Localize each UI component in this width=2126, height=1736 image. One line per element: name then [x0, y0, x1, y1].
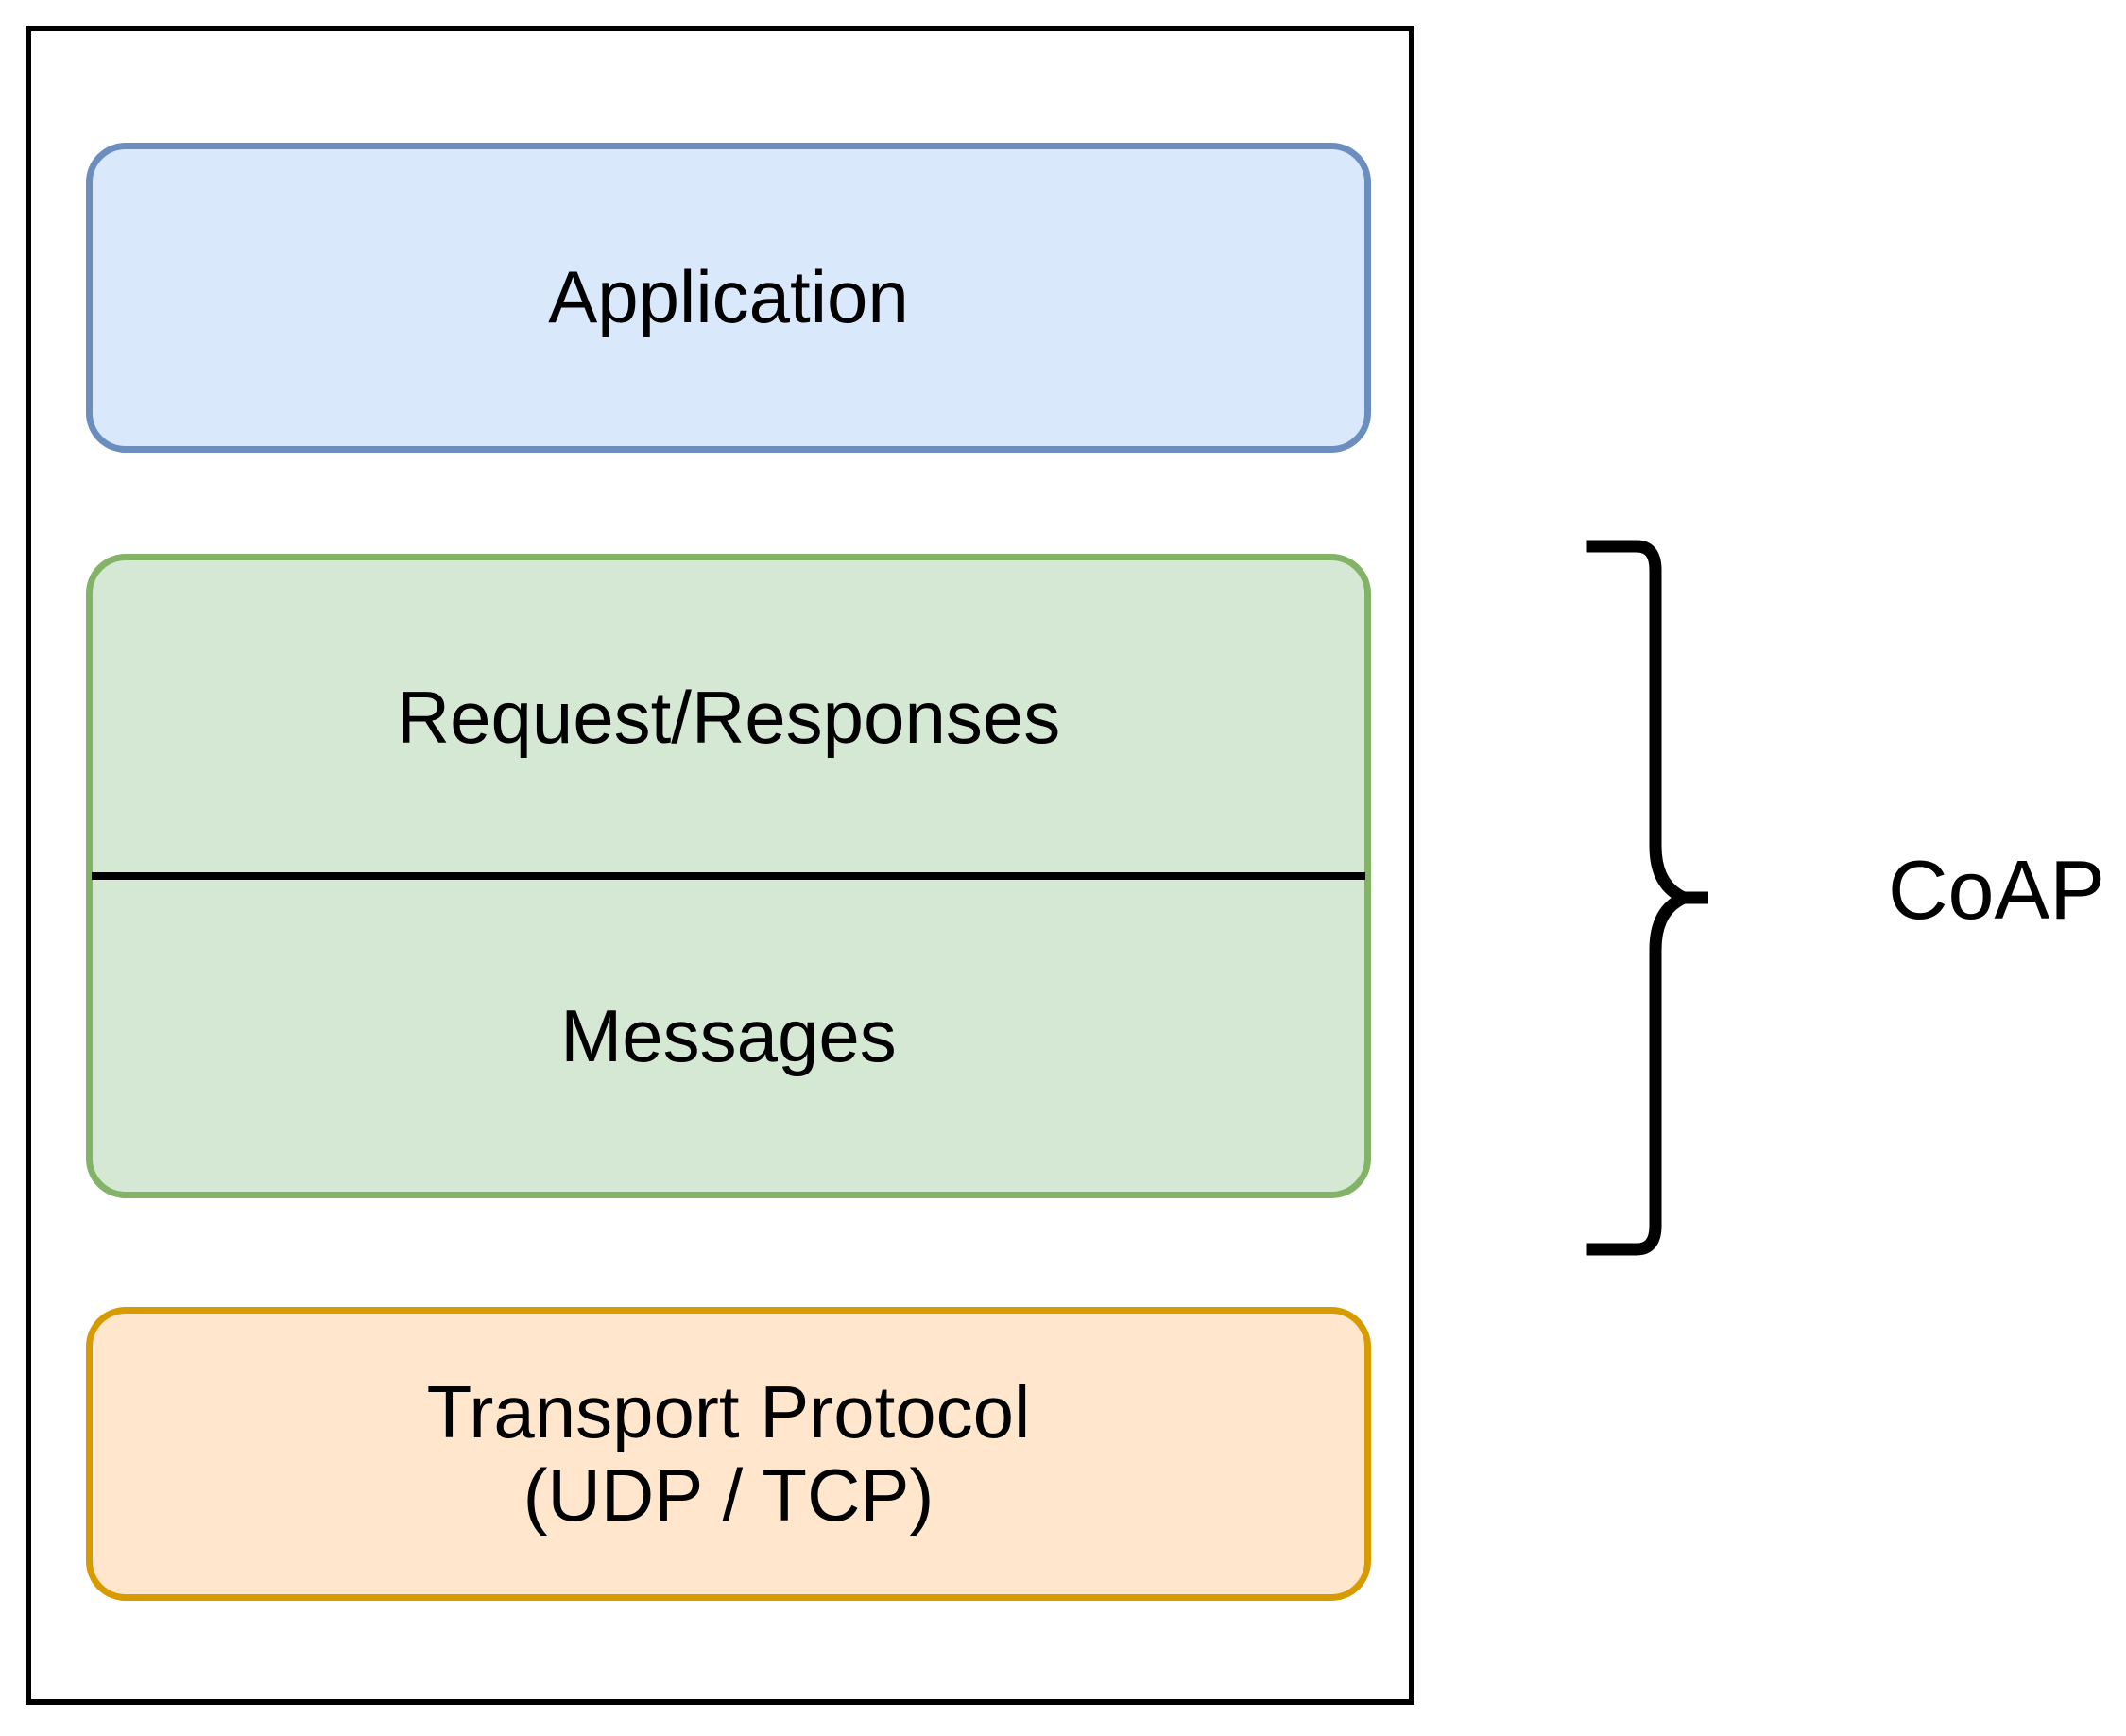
layer-application: Application — [86, 143, 1371, 453]
sublayer-messages: Messages — [93, 882, 1364, 1192]
layer-transport-protocol-label-line2: (UDP / TCP) — [523, 1452, 934, 1537]
layer-transport-protocol: Transport Protocol (UDP / TCP) — [86, 1307, 1371, 1601]
layer-coap-stack: Request/Responses Messages — [86, 554, 1371, 1198]
annotation-label-coap: CoAP — [1888, 843, 2105, 937]
sublayer-request-responses: Request/Responses — [93, 560, 1364, 876]
coap-stack-container: Application Request/Responses Messages T… — [26, 26, 1414, 1705]
layer-transport-protocol-label-line1: Transport Protocol — [426, 1370, 1031, 1454]
curly-brace-icon — [1569, 524, 1739, 1271]
layer-application-label: Application — [548, 255, 909, 339]
sublayer-request-responses-label: Request/Responses — [396, 676, 1061, 760]
stack-divider-line — [92, 872, 1365, 880]
sublayer-messages-label: Messages — [560, 994, 897, 1078]
